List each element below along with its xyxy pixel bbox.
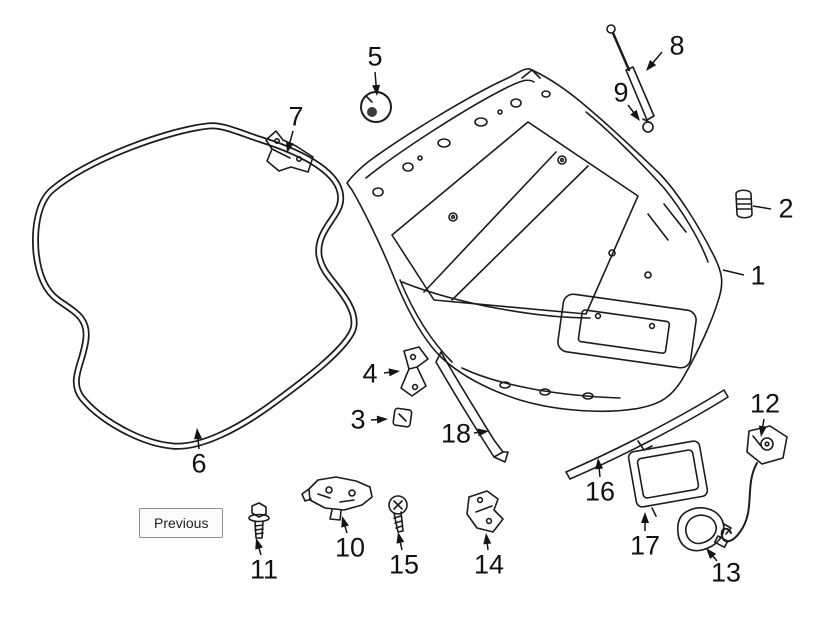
part-9-strut-socket[interactable] xyxy=(642,118,654,133)
part-11-bolt[interactable] xyxy=(248,502,270,539)
callout-arrowhead-13 xyxy=(706,548,717,559)
callout-4[interactable]: 4 xyxy=(362,358,378,389)
callout-9[interactable]: 9 xyxy=(613,77,629,108)
callout-15[interactable]: 15 xyxy=(388,549,420,580)
callout-arrowhead-17 xyxy=(641,512,649,523)
callout-arrowhead-7 xyxy=(286,141,294,153)
callout-arrowhead-11 xyxy=(255,538,263,550)
callout-5[interactable]: 5 xyxy=(367,41,383,72)
callout-arrowhead-9 xyxy=(630,109,640,121)
callout-arrowhead-15 xyxy=(396,532,405,544)
part-3-clip[interactable] xyxy=(392,407,413,428)
callout-12[interactable]: 12 xyxy=(749,388,781,419)
callout-14[interactable]: 14 xyxy=(473,549,505,580)
callout-16[interactable]: 16 xyxy=(584,476,616,507)
callout-arrowhead-4 xyxy=(388,368,400,377)
callout-line-1 xyxy=(722,269,745,276)
callout-11[interactable]: 11 xyxy=(249,554,279,585)
callout-13[interactable]: 13 xyxy=(710,557,742,588)
callout-arrowhead-6 xyxy=(194,428,203,440)
callout-18[interactable]: 18 xyxy=(440,418,472,449)
part-4-hinge[interactable] xyxy=(400,346,429,397)
part-10-latch[interactable] xyxy=(301,476,373,521)
callout-3[interactable]: 3 xyxy=(350,404,366,435)
part-17-license-trim[interactable] xyxy=(627,440,709,517)
callout-arrowhead-18 xyxy=(477,428,489,437)
callout-17[interactable]: 17 xyxy=(629,530,661,561)
part-2-buffer-stop[interactable] xyxy=(735,189,753,219)
part-14-striker[interactable] xyxy=(466,490,504,533)
callout-arrowhead-14 xyxy=(483,533,492,545)
callout-arrowhead-3 xyxy=(376,415,388,424)
part-8-gas-strut[interactable] xyxy=(606,24,655,121)
part-13-handle-surround[interactable] xyxy=(676,507,732,552)
part-18-trim-strip[interactable] xyxy=(435,351,509,463)
callout-8[interactable]: 8 xyxy=(669,30,685,61)
callout-arrowhead-5 xyxy=(372,84,381,96)
previous-button[interactable]: Previous xyxy=(139,508,224,538)
callout-arrowhead-12 xyxy=(758,425,767,437)
callout-10[interactable]: 10 xyxy=(334,532,366,563)
callout-1[interactable]: 1 xyxy=(750,260,766,291)
part-7-hinge-bracket[interactable] xyxy=(265,130,314,173)
part-6-weatherstrip-seal[interactable] xyxy=(32,122,358,450)
callout-arrowhead-8 xyxy=(646,60,657,71)
callout-7[interactable]: 7 xyxy=(288,101,304,132)
callout-6[interactable]: 6 xyxy=(191,448,207,479)
callout-arrowhead-10 xyxy=(341,516,349,528)
part-15-screw[interactable] xyxy=(388,495,408,533)
callout-2[interactable]: 2 xyxy=(778,193,794,224)
callout-arrowhead-16 xyxy=(595,458,604,470)
callout-line-2 xyxy=(752,205,772,210)
part-1-liftgate-panel[interactable] xyxy=(346,68,723,413)
